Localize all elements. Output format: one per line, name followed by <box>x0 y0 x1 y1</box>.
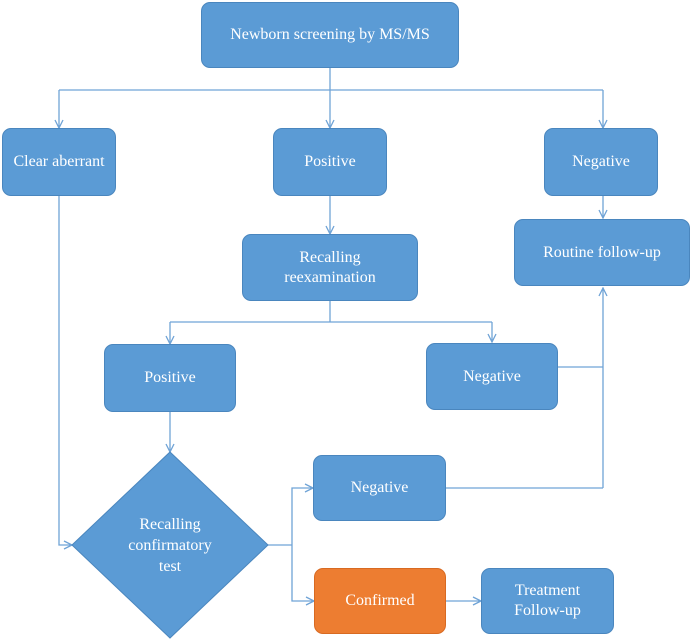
negative-node-3: Negative <box>313 455 446 521</box>
clear-aberrant-node: Clear aberrant <box>2 128 116 196</box>
arrow-clear-aberrant-to-confirmatory <box>58 196 72 545</box>
negative-node-1: Negative <box>544 128 658 196</box>
positive-node-2: Positive <box>104 344 236 412</box>
positive-node-1: Positive <box>273 128 387 196</box>
newborn-screening-node: Newborn screening by MS/MS <box>201 2 459 68</box>
recalling-confirmatory-test-label: Recalling confirmatory test <box>128 515 212 575</box>
routine-followup-node: Routine follow-up <box>514 219 690 286</box>
negative-node-2: Negative <box>426 343 558 410</box>
recalling-reexamination-node: Recalling reexamination <box>242 234 418 301</box>
treatment-followup-node: Treatment Follow-up <box>481 568 614 634</box>
arrow-to-negative-3 <box>291 488 313 545</box>
arrow-to-confirmed <box>291 545 314 601</box>
confirmed-node: Confirmed <box>314 568 446 634</box>
confirmatory-diamond-shape <box>71 451 269 639</box>
